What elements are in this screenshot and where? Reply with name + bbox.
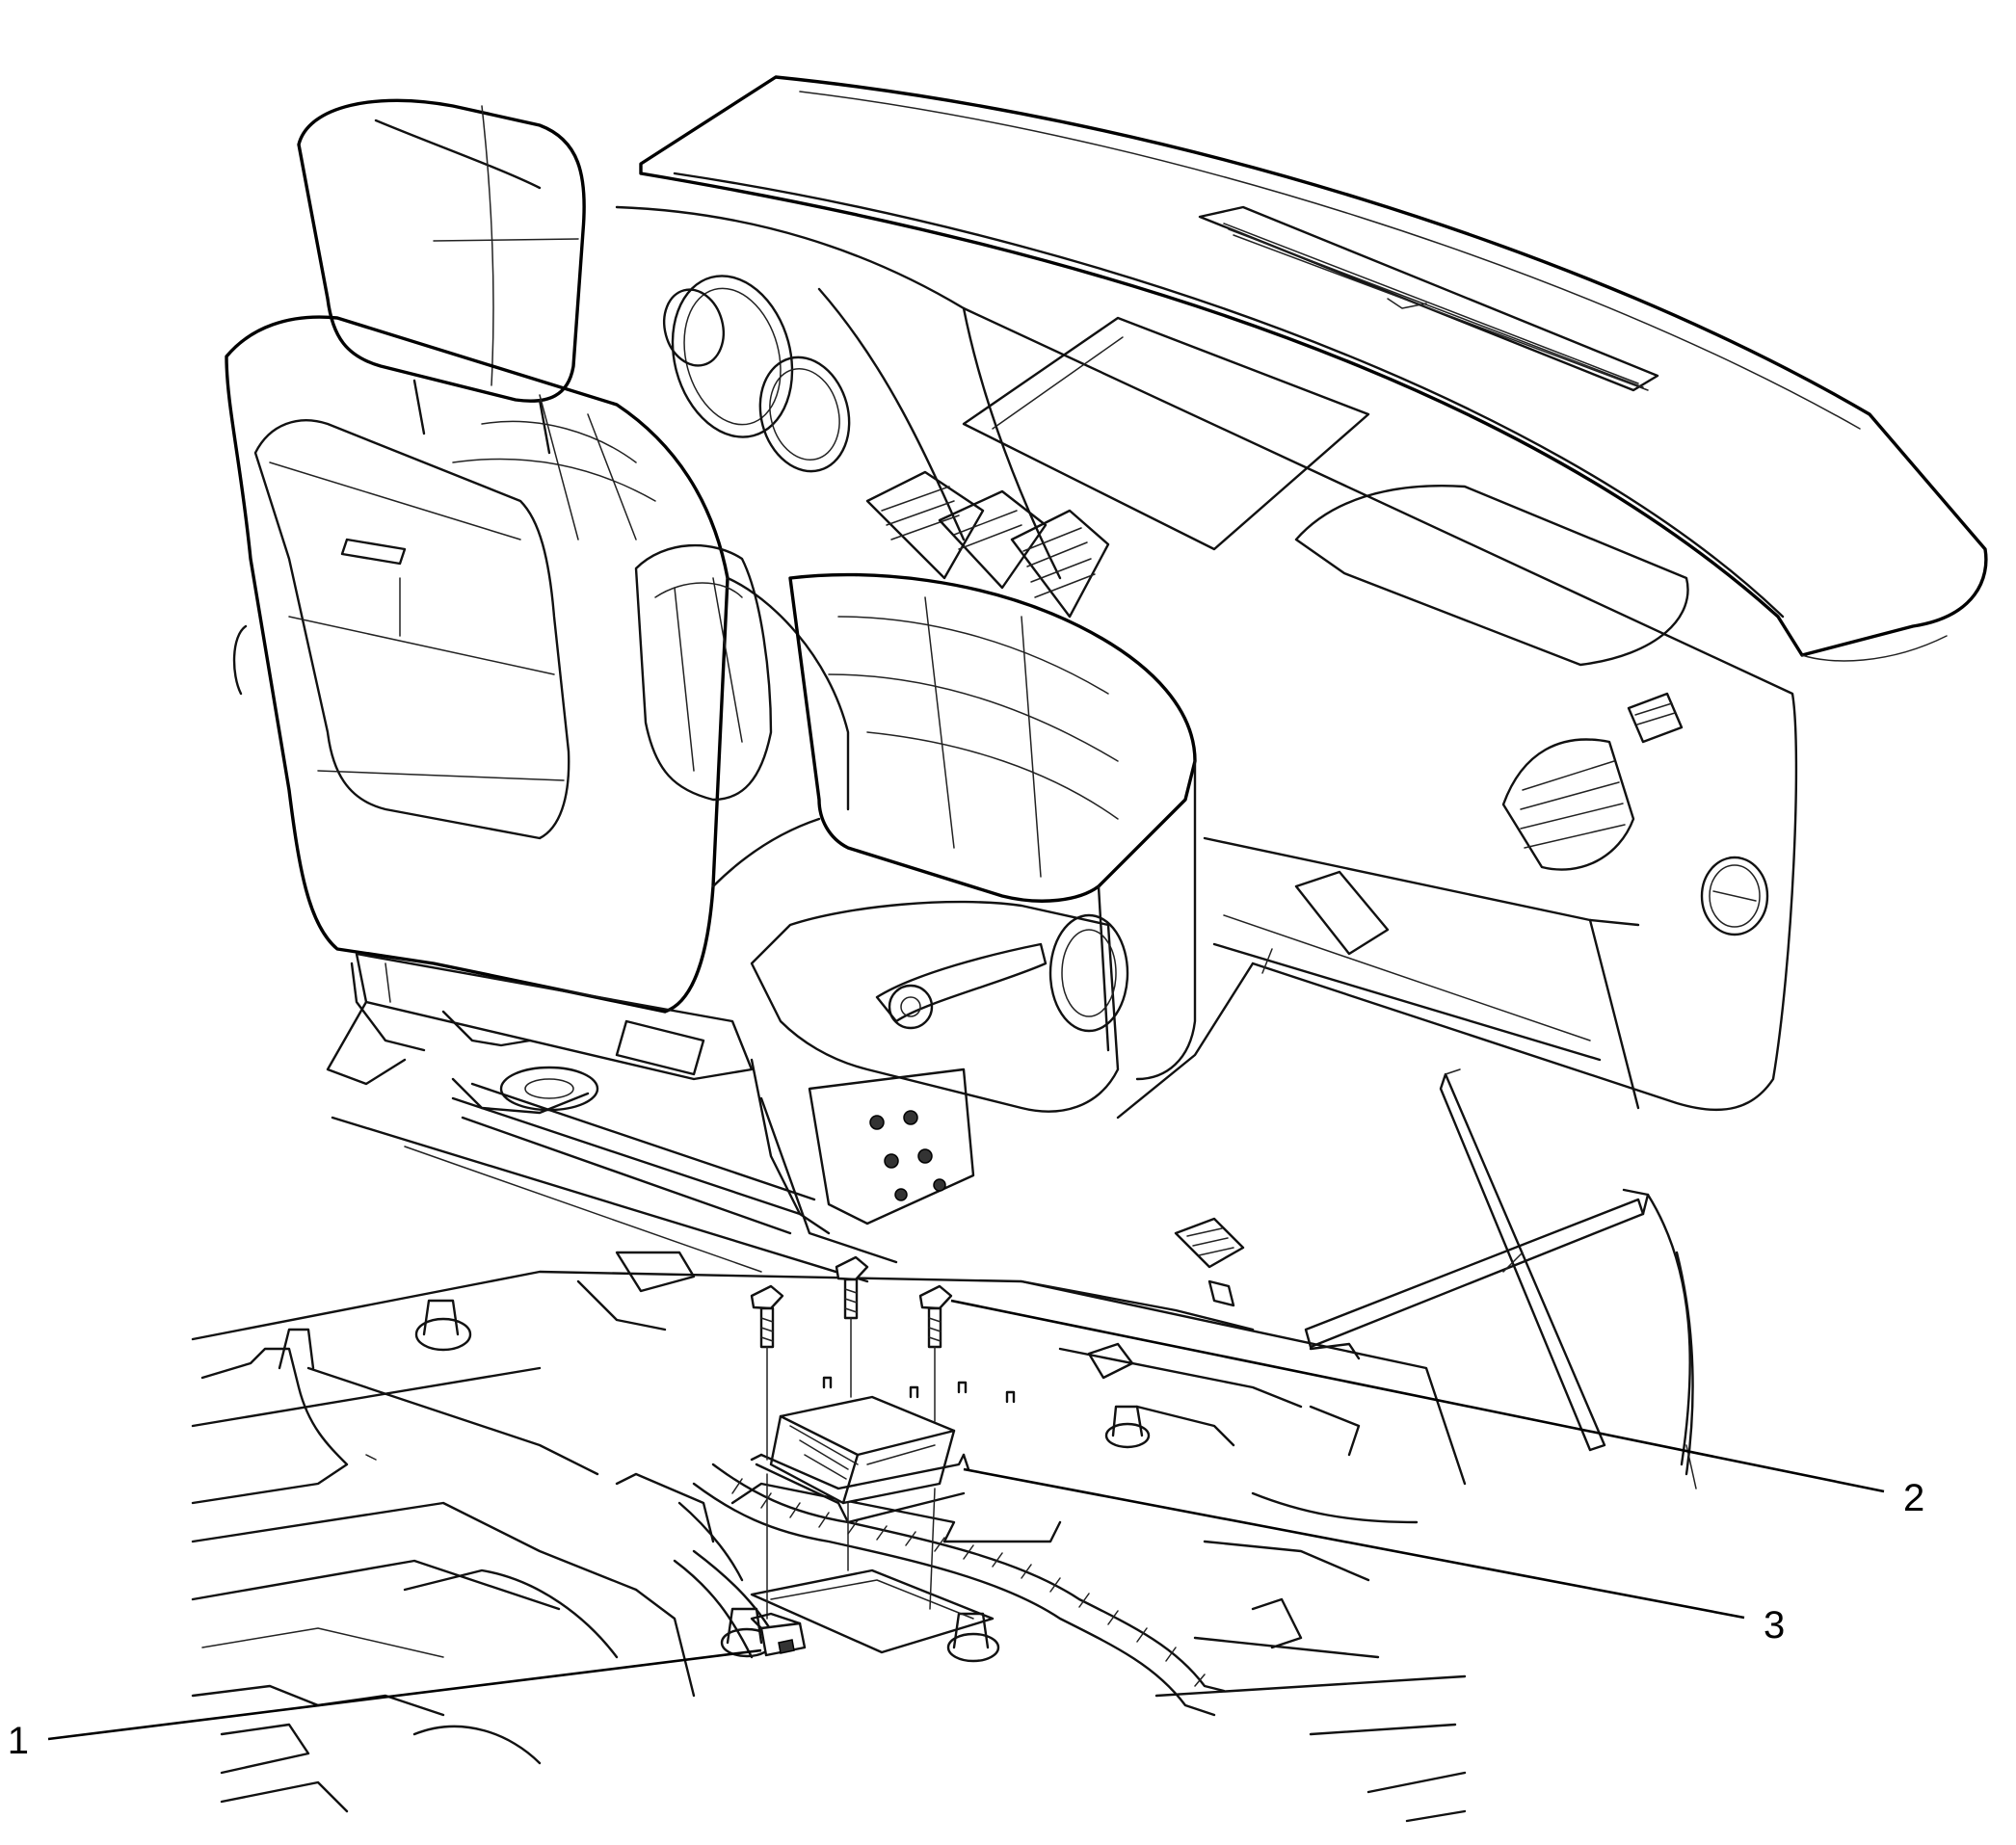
sensing-diagnostic-module: [750, 1395, 970, 1524]
center-air-vents: [865, 470, 1110, 619]
seat-headrest: [297, 98, 586, 455]
support-brace: [1439, 1072, 1606, 1452]
seat-back-pocket: [253, 419, 570, 840]
callout-label-1: 1: [8, 1720, 29, 1762]
side-round-vent: [1700, 856, 1769, 936]
callout-leaders: [47, 1299, 1885, 1741]
leader-line-3: [963, 1467, 1745, 1620]
seat-adjuster: [750, 1058, 975, 1264]
seat-wheel-well: [499, 1066, 599, 1112]
wiring-harness: [673, 1463, 1226, 1717]
callout-label-2: 2: [1903, 1477, 1924, 1519]
seat-cushion: [788, 572, 1197, 1081]
mounting-bolt-right: [918, 1284, 953, 1610]
instrument-panel: [615, 75, 1988, 1489]
mounting-bolt-left: [750, 1284, 784, 1620]
callout-label-3: 3: [1764, 1604, 1785, 1647]
seat-side-airbag: [634, 543, 773, 802]
floor-pan: [191, 1082, 1467, 1823]
seat-back: [225, 315, 850, 1014]
mounting-bolt-center: [835, 1255, 869, 1571]
seat-side-shield: [750, 900, 1129, 1113]
leader-line-2: [950, 1299, 1885, 1493]
recliner-lever: [875, 942, 1048, 1023]
sensing-module-mount: [730, 1255, 1062, 1657]
front-seat: [225, 98, 1197, 1264]
recliner-knob: [1048, 913, 1129, 1033]
glovebox-handle: [1294, 870, 1390, 956]
passenger-air-vent: [1501, 692, 1684, 871]
defrost-vent: [1198, 205, 1659, 392]
leader-line-1: [47, 1648, 762, 1741]
module-connector: [750, 1612, 807, 1657]
gauge-cluster: [663, 275, 851, 473]
pocket-handle: [340, 538, 407, 566]
airbag-door: [1294, 485, 1689, 667]
